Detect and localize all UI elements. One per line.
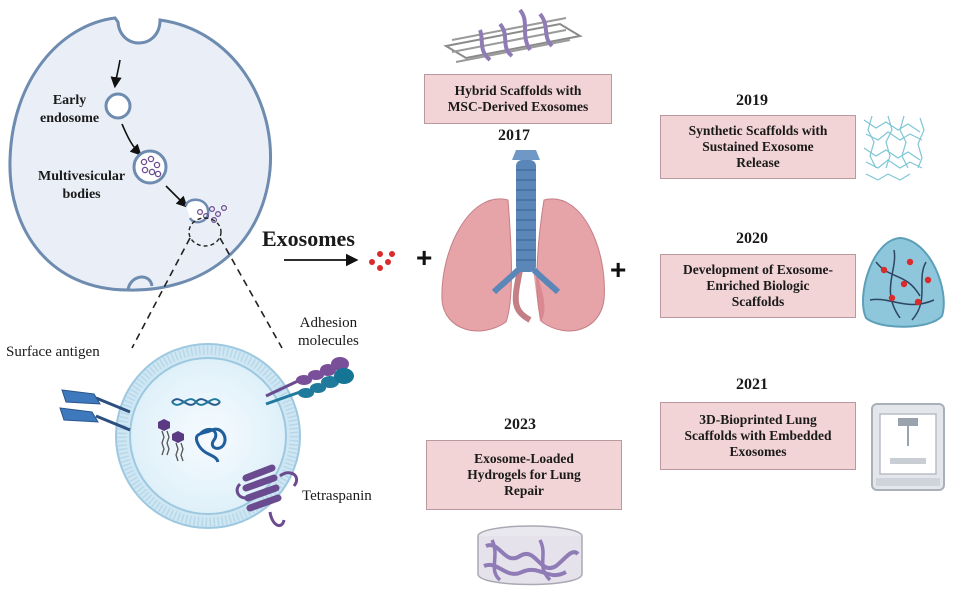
exosomes-label: Exosomes [262, 226, 355, 251]
timeline-year-2023: 2023 [504, 416, 536, 433]
timeline-text-2020: Development of Exosome- Enriched Biologi… [683, 262, 833, 309]
zoom-line-right [219, 237, 283, 349]
zoom-circle [188, 217, 222, 247]
timeline-text-2021: 3D-Bioprinted Lung Scaffolds with Embedd… [684, 412, 832, 459]
timeline-year-2020: 2020 [736, 230, 768, 247]
multivesicular-bodies-label: Multivesicular bodies [38, 169, 126, 202]
dna-icon [171, 398, 221, 406]
surface-antigen-icon [59, 389, 131, 432]
timeline-text-2017: Hybrid Scaffolds with MSC-Derived Exosom… [447, 83, 589, 114]
exosome-release-icon [184, 198, 228, 224]
adhesion-molecule-icon [265, 357, 354, 406]
exosome-dots-icon [369, 251, 395, 271]
timeline-text-2023: Exosome-Loaded Hydrogels for Lung Repair [467, 451, 581, 498]
timeline-year-2017: 2017 [498, 127, 530, 144]
arrow-to-release [165, 185, 188, 208]
arrow-to-mvb [121, 123, 142, 156]
rna-icon [195, 427, 227, 463]
early-endosome-icon [104, 92, 132, 120]
timeline-box-2021: 3D-Bioprinted Lung Scaffolds with Embedd… [660, 402, 856, 470]
surface-antigen-label: Surface antigen [6, 344, 100, 360]
timeline-box-2023: Exosome-Loaded Hydrogels for Lung Repair [426, 440, 622, 510]
bioprinter-icon [871, 403, 945, 491]
timeline-text-2019: Synthetic Scaffolds with Sustained Exoso… [688, 123, 828, 170]
hybrid-scaffold-icon [443, 8, 583, 63]
early-endosome-label: Early endosome [40, 93, 100, 126]
tetraspanin-label: Tetraspanin [302, 488, 372, 504]
arrow-to-endosome [110, 59, 122, 89]
timeline-year-2019: 2019 [736, 92, 768, 109]
plus-sign-1: + [416, 242, 433, 273]
synthetic-mesh-icon [863, 115, 925, 181]
lipid-icon [158, 419, 184, 462]
timeline-box-2019: Synthetic Scaffolds with Sustained Exoso… [660, 115, 856, 179]
plus-sign-2: + [610, 254, 627, 285]
timeline-year-2021: 2021 [736, 376, 768, 393]
lungs-icon [441, 150, 605, 332]
timeline-box-2020: Development of Exosome- Enriched Biologi… [660, 254, 856, 318]
adhesion-molecules-label: Adhesion molecules [298, 315, 359, 349]
zoom-line-left [131, 237, 191, 349]
multivesicular-body-icon [132, 149, 168, 185]
timeline-box-2017: Hybrid Scaffolds with MSC-Derived Exosom… [424, 74, 612, 124]
biologic-scaffold-icon [862, 236, 945, 328]
hydrogel-icon [477, 525, 583, 586]
tetraspanin-icon [235, 464, 299, 528]
